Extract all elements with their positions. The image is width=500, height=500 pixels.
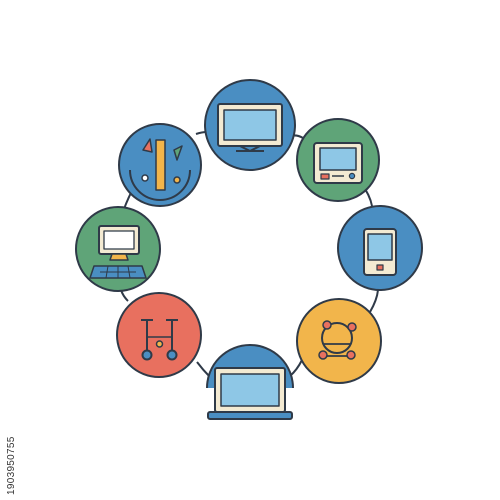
server-node <box>118 123 202 207</box>
trolley-network-icon <box>141 319 178 361</box>
desktop-node <box>75 206 161 292</box>
handheld-console-icon <box>313 142 363 184</box>
network-nodes-icon <box>318 320 357 360</box>
stock-id: 1903950755 <box>6 436 17 495</box>
tv-node <box>204 79 296 171</box>
laptop-node <box>206 344 294 420</box>
tablet-icon <box>363 228 397 276</box>
tv-monitor-icon <box>217 103 283 152</box>
handheld-node <box>296 118 380 202</box>
tablet-node <box>337 205 423 291</box>
laptop-icon <box>207 367 293 420</box>
desktop-computer-icon <box>89 225 147 279</box>
trolley-node <box>116 292 202 378</box>
network-node <box>296 298 382 384</box>
server-rack-icon <box>129 138 191 201</box>
